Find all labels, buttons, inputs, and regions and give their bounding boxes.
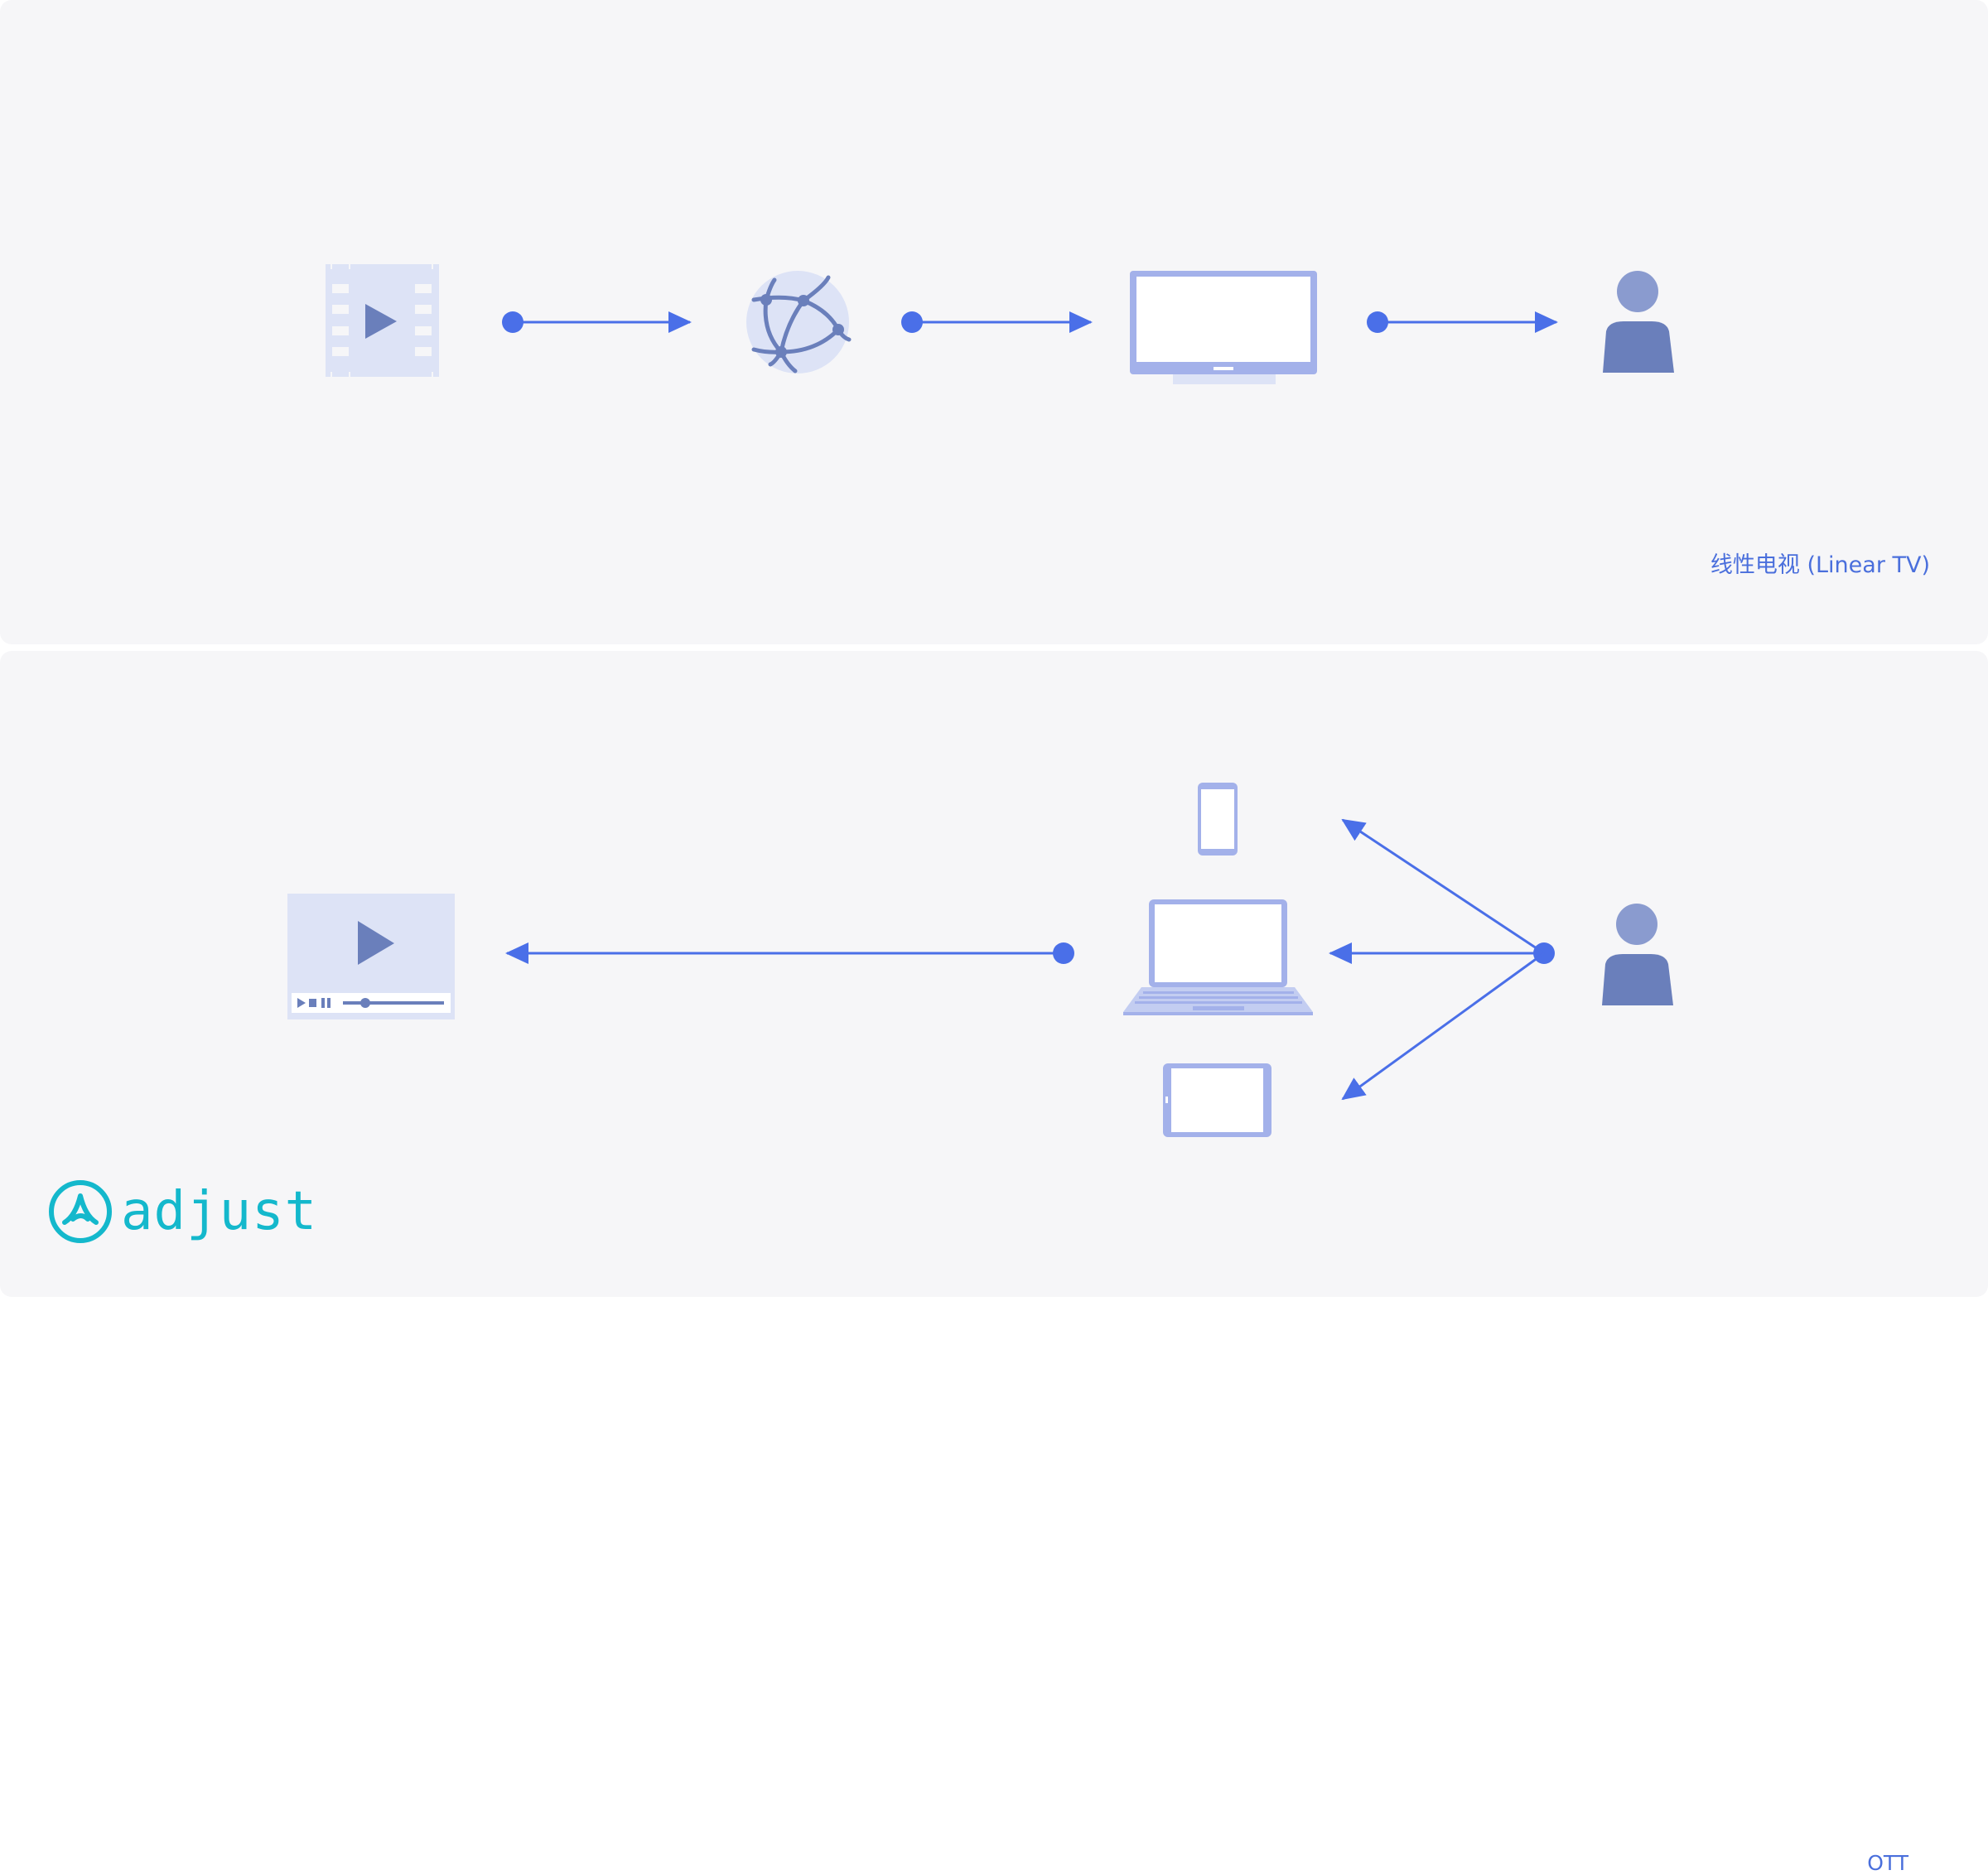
flow-arrows-to-devices — [1329, 818, 1555, 1101]
video-player-icon — [287, 894, 455, 1019]
adjust-logo-text: adjust — [121, 1181, 318, 1242]
film-reel-icon — [326, 264, 439, 377]
flow-arrow-2 — [901, 311, 1093, 333]
adjust-logo-icon — [49, 1180, 112, 1243]
television-icon — [1130, 271, 1317, 384]
globe-network-icon — [746, 271, 852, 374]
flow-arrow-3 — [1367, 311, 1558, 333]
flow-diagram — [287, 264, 1674, 1137]
tablet-icon — [1163, 1063, 1271, 1137]
person-icon — [1602, 904, 1673, 1005]
ott-label: OTT — [1867, 1851, 1908, 1875]
adjust-logo: adjust — [48, 1178, 317, 1246]
laptop-icon — [1123, 899, 1313, 1015]
linear-tv-label: 线性电视 (Linear TV) — [1710, 552, 1930, 578]
smartphone-icon — [1198, 783, 1238, 856]
person-icon — [1603, 271, 1674, 373]
flow-arrow-to-player — [505, 942, 1074, 964]
flow-arrow-1 — [502, 311, 692, 333]
